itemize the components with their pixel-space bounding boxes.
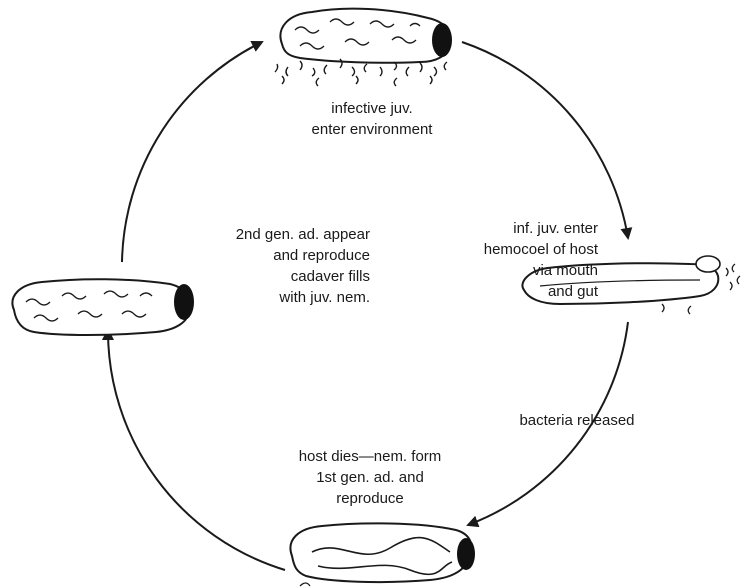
label-left-line-3: cadaver fills xyxy=(150,266,370,287)
label-arc-text: bacteria released xyxy=(482,410,672,431)
arrow-bottom-to-left xyxy=(108,330,285,570)
label-right-line-3: via mouth xyxy=(398,260,598,281)
label-left-line-2: and reproduce xyxy=(150,245,370,266)
top-larva-illustration xyxy=(275,9,452,86)
label-right-line-4: and gut xyxy=(398,281,598,302)
label-enter-hemocoel: inf. juv. enter hemocoel of host via mou… xyxy=(398,218,598,302)
label-left-line-4: with juv. nem. xyxy=(150,287,370,308)
label-bottom-line-3: reproduce xyxy=(260,488,480,509)
arrow-top-to-right xyxy=(462,42,628,238)
label-bacteria-released: bacteria released xyxy=(482,410,672,431)
bottom-larva-illustration xyxy=(290,523,475,586)
label-top-line-2: enter environment xyxy=(252,119,492,140)
label-right-line-2: hemocoel of host xyxy=(398,239,598,260)
label-right-line-1: inf. juv. enter xyxy=(398,218,598,239)
label-left-line-1: 2nd gen. ad. appear xyxy=(150,224,370,245)
label-top-line-1: infective juv. xyxy=(252,98,492,119)
label-host-dies: host dies—nem. form 1st gen. ad. and rep… xyxy=(260,446,480,509)
label-second-generation: 2nd gen. ad. appear and reproduce cadave… xyxy=(150,224,370,308)
label-bottom-line-2: 1st gen. ad. and xyxy=(260,467,480,488)
label-infective-juveniles: infective juv. enter environment xyxy=(252,98,492,140)
label-bottom-line-1: host dies—nem. form xyxy=(260,446,480,467)
